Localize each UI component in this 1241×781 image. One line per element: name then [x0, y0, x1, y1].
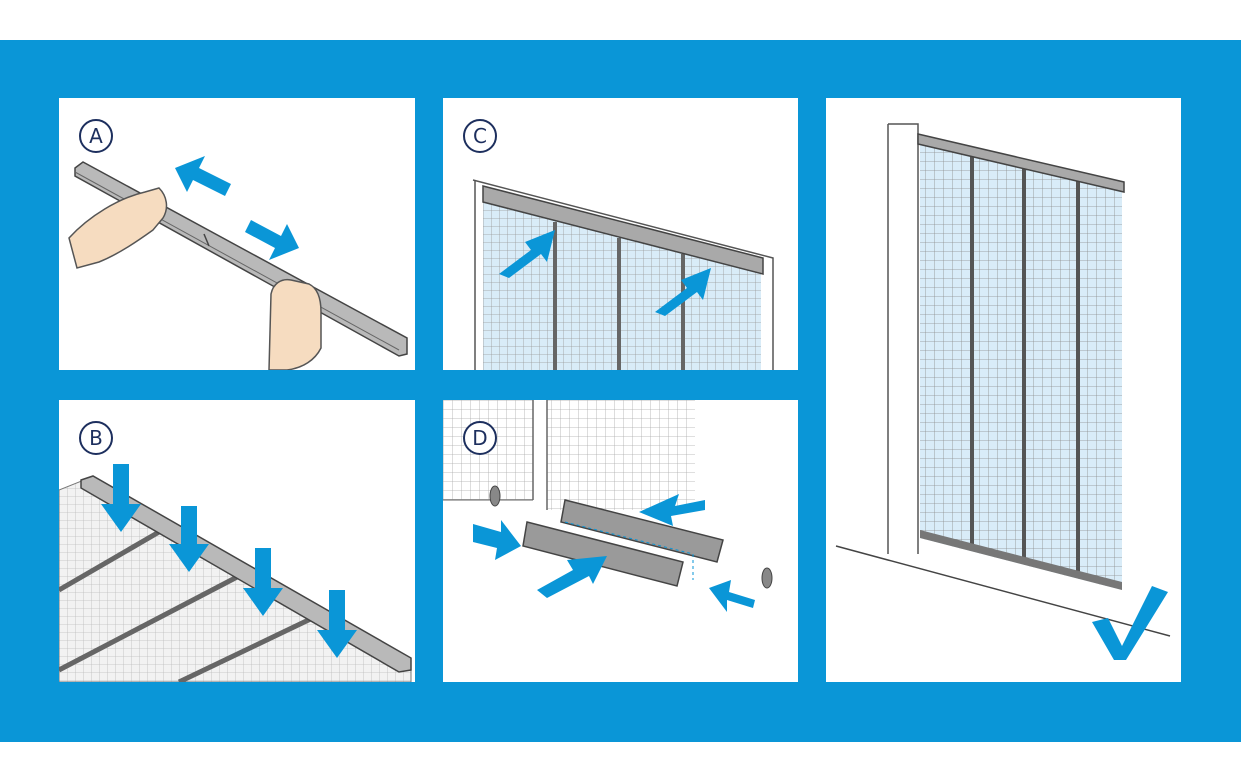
step-c-badge: C: [463, 119, 497, 153]
step-b-panel: B: [59, 400, 415, 682]
left-hand: [68, 187, 168, 269]
mesh-curtain: [920, 142, 1122, 590]
step-a-panel: A: [59, 98, 415, 370]
down-arrows: [101, 464, 357, 658]
checkmark-icon: [1092, 586, 1168, 660]
rail: [74, 161, 408, 357]
step-d-panel: D: [443, 400, 798, 682]
step-d-badge: D: [463, 421, 497, 455]
top-rail: [80, 475, 412, 673]
door-frame: [835, 123, 1171, 637]
step-c-panel: C: [443, 98, 798, 370]
step-b-badge: B: [79, 421, 113, 455]
assembly-arrows: [473, 494, 755, 612]
mesh-background: [443, 400, 695, 510]
bottom-bar-assembly-illustration: [443, 400, 773, 612]
extend-arrows: [175, 156, 299, 260]
up-arrows: [499, 230, 711, 316]
right-hand: [268, 278, 322, 370]
top-rail: [917, 133, 1125, 193]
rail-mount-illustration: [472, 179, 774, 370]
mesh-curtain: [483, 202, 761, 370]
end-caps: [489, 485, 773, 589]
result-panel: [826, 98, 1181, 682]
panels-hang-illustration: [59, 464, 412, 682]
top-rail: [482, 185, 764, 275]
bottom-bars: [522, 499, 724, 587]
rail-extend-illustration: [68, 156, 408, 370]
step-a-badge: A: [79, 119, 113, 153]
door-frame: [472, 179, 774, 370]
installed-curtain-illustration: [835, 123, 1171, 660]
